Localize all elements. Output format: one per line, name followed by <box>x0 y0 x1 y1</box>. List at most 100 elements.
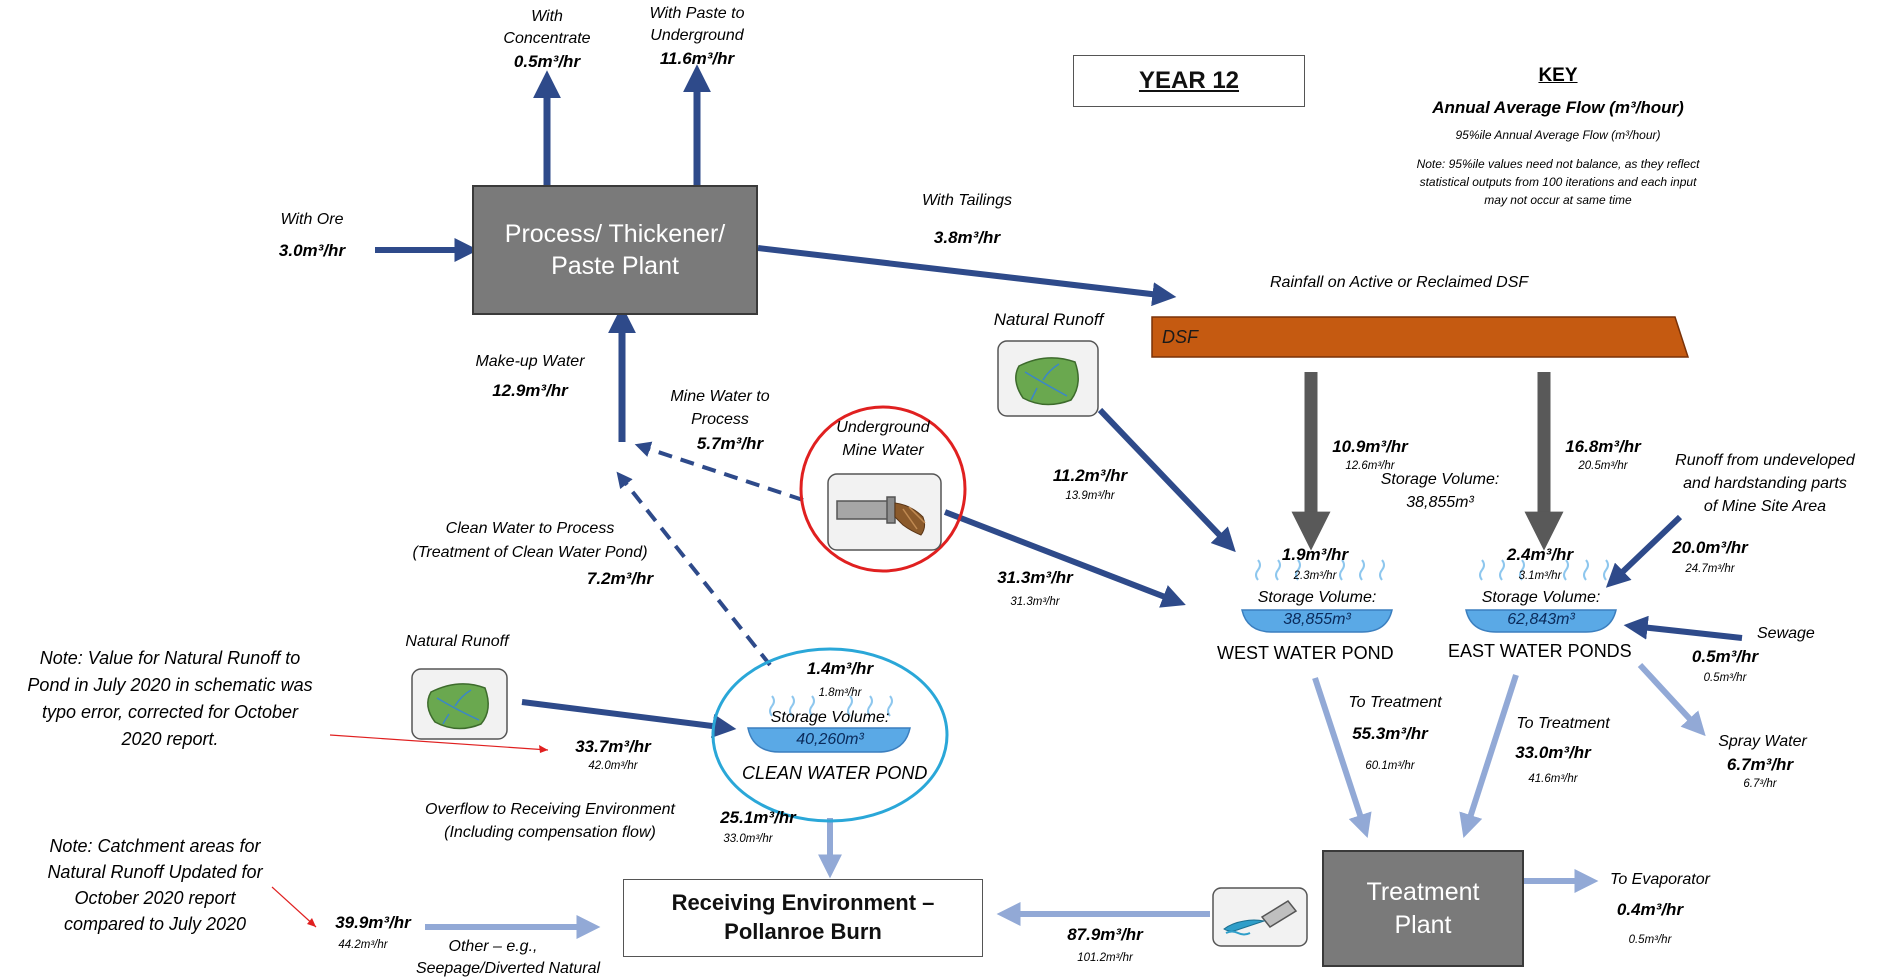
dsf-shape <box>1151 316 1690 358</box>
arrow-runoff-west <box>1097 407 1236 553</box>
dsf-west-val: 10.9m³/hr <box>1332 437 1408 456</box>
arrow-runoff-clean <box>521 699 737 738</box>
note2-pointer <box>271 886 317 928</box>
ore-val: 3.0m³/hr <box>278 241 346 260</box>
tailings-label: With Tailings <box>922 192 1012 209</box>
clean-pond-ellipse <box>711 647 949 823</box>
note1-line1: Note: Value for Natural Runoff to <box>39 648 301 668</box>
key-primary: Annual Average Flow (m³/hour) <box>1432 98 1684 117</box>
key-title: KEY <box>1538 65 1578 86</box>
dsf-west-p95: 12.6m³/hr <box>1345 460 1395 472</box>
runoff-top-label: Natural Runoff <box>993 310 1104 329</box>
natural-runoff-clean-icon <box>411 668 508 740</box>
clean-rain-p95: 1.8m³/hr <box>818 687 862 699</box>
dsf-east-val: 16.8m³/hr <box>1565 437 1641 456</box>
mine-water-pipe-icon <box>827 473 942 551</box>
spray-label: Spray Water <box>1718 733 1807 750</box>
key-secondary: 95%ile Annual Average Flow (m³/hour) <box>1455 128 1661 142</box>
runoff-top-val: 11.2m³/hr <box>1052 466 1128 485</box>
west-treat-p95: 60.1m³/hr <box>1365 760 1415 772</box>
east-pond-label: EAST WATER PONDS <box>1448 641 1632 661</box>
note2-line3: October 2020 report <box>74 888 236 908</box>
clean-storage-val: 40,260m³ <box>796 731 864 748</box>
note1-line2: Pond in July 2020 in schematic was <box>27 675 313 695</box>
sewage-label: Sewage <box>1757 625 1815 642</box>
receiving-line1: Receiving Environment – <box>671 890 935 916</box>
mine-process-l1: Mine Water to <box>670 388 770 405</box>
concentrate-l1: With <box>531 8 563 25</box>
undeveloped-val: 20.0m³/hr <box>1672 538 1748 557</box>
storage-top-label: Storage Volume: <box>1380 471 1500 488</box>
runoff-clean-label: Natural Runoff <box>405 633 509 650</box>
note2-line2: Natural Runoff Updated for <box>47 862 263 882</box>
arrow-east-treatment <box>1459 674 1519 838</box>
east-treat-val: 33.0m³/hr <box>1515 743 1591 762</box>
arrow-mine-west <box>943 509 1186 608</box>
receiving-line2: Pollanroe Burn <box>724 919 882 944</box>
dsf-label: DSF <box>1162 327 1198 347</box>
sewage-p95: 0.5m³/hr <box>1703 672 1747 684</box>
arrow-west-treatment <box>1312 677 1372 838</box>
overflow-l1: Overflow to Receiving Environment <box>425 801 675 818</box>
east-storage-val: 62,843m³ <box>1507 611 1575 628</box>
note1-line4: 2020 report. <box>121 729 219 749</box>
evaporator-label: To Evaporator <box>1610 871 1710 888</box>
year-box: YEAR 12 <box>1073 55 1305 107</box>
overflow-l2: (Including compensation flow) <box>444 824 656 841</box>
arrow-undeveloped-east <box>1605 514 1683 588</box>
sewage-val: 0.5m³/hr <box>1691 647 1759 666</box>
paste-l1: With Paste to <box>649 5 745 22</box>
east-treat-label: To Treatment <box>1516 715 1610 732</box>
note1-pointer <box>329 734 549 751</box>
mine-west-val: 31.3m³/hr <box>997 568 1073 587</box>
treatment-line1: Treatment <box>1366 878 1480 906</box>
east-pond-shape <box>1465 609 1617 633</box>
other-p95: 44.2m³/hr <box>338 939 388 951</box>
overflow-p95: 33.0m³/hr <box>723 833 773 845</box>
west-rain-p95: 2.3m³/hr <box>1293 570 1337 582</box>
treat-recv-val: 87.9m³/hr <box>1067 925 1143 944</box>
makeup-label: Make-up Water <box>475 353 585 370</box>
east-storage-label: Storage Volume: <box>1481 589 1601 606</box>
west-treat-val: 55.3m³/hr <box>1352 724 1428 743</box>
arrow-sewage <box>1623 615 1743 641</box>
process-line2: Paste Plant <box>551 252 679 280</box>
east-treat-p95: 41.6m³/hr <box>1528 773 1578 785</box>
west-pond-shape <box>1241 609 1393 633</box>
clean-process-l2: (Treatment of Clean Water Pond) <box>412 544 648 561</box>
arrow-clean-process <box>616 471 772 667</box>
undeveloped-l1: Runoff from undeveloped <box>1675 452 1855 469</box>
west-rain-val: 1.9m³/hr <box>1281 545 1349 564</box>
arrow-spray <box>1637 662 1706 737</box>
undeveloped-p95: 24.7m³/hr <box>1685 563 1735 575</box>
clean-pond-label: CLEAN WATER POND <box>742 763 928 783</box>
key-note-2: statistical outputs from 100 iterations … <box>1419 175 1697 189</box>
rainfall-label: Rainfall on Active or Reclaimed DSF <box>1270 274 1529 291</box>
arrow-mine-process <box>634 441 804 502</box>
concentrate-l2: Concentrate <box>503 30 591 47</box>
ore-label: With Ore <box>280 211 344 228</box>
mine-west-p95: 31.3m³/hr <box>1010 596 1060 608</box>
dsf-east-p95: 20.5m³/hr <box>1578 460 1628 472</box>
concentrate-val: 0.5m³/hr <box>513 52 581 71</box>
note1-line3: typo error, corrected for October <box>41 702 299 722</box>
clean-rain-val: 1.4m³/hr <box>806 659 874 678</box>
overflow-val: 25.1m³/hr <box>720 808 796 827</box>
evaporator-val: 0.4m³/hr <box>1616 900 1684 919</box>
west-pond-label: WEST WATER POND <box>1217 643 1394 663</box>
other-l2: Seepage/Diverted Natural <box>415 960 601 977</box>
note2-line4: compared to July 2020 <box>63 914 247 934</box>
natural-runoff-top-icon <box>997 340 1099 417</box>
spray-p95: 6.7³/hr <box>1743 778 1777 790</box>
key-note-1: Note: 95%ile values need not balance, as… <box>1416 157 1700 171</box>
undeveloped-l2: and hardstanding parts <box>1683 475 1847 492</box>
paste-val: 11.6m³/hr <box>659 49 735 68</box>
makeup-val: 12.9m³/hr <box>492 381 568 400</box>
paste-l2: Underground <box>650 27 744 44</box>
treat-recv-p95: 101.2m³/hr <box>1077 952 1133 964</box>
clean-storage-label: Storage Volume: <box>770 709 890 726</box>
note2-line1: Note: Catchment areas for <box>49 836 261 856</box>
rain-marks <box>769 559 1609 717</box>
